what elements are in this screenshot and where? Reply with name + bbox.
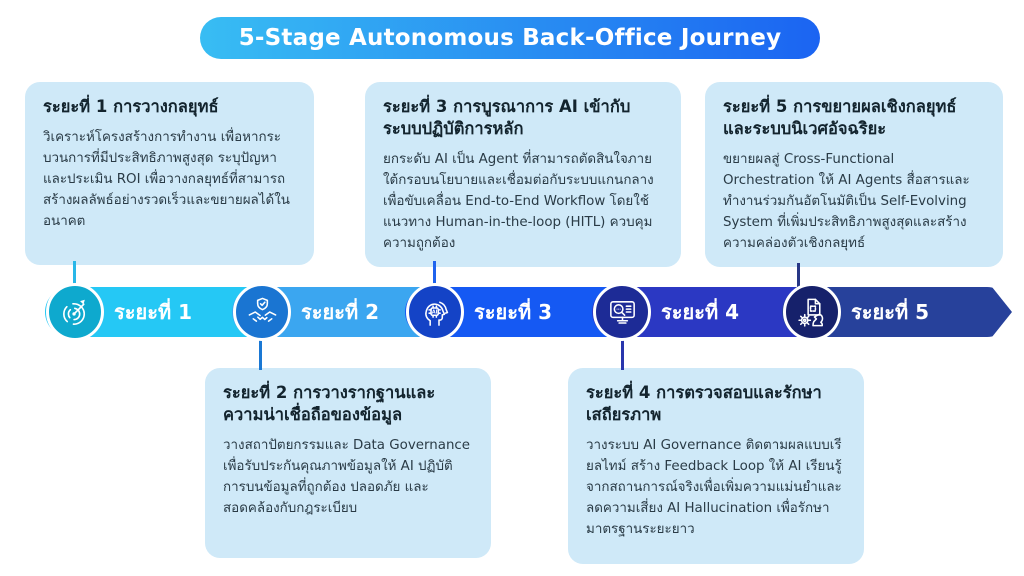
connector-stage-3 bbox=[433, 261, 436, 293]
card-stage-5: ระยะที่ 5 การขยายผลเชิงกลยุทธ์และระบบนิเ… bbox=[705, 82, 1003, 267]
ai-head-icon: AI bbox=[424, 301, 448, 326]
card-stage-3: ระยะที่ 3 การบูรณาการ AI เข้ากับระบบปฏิบ… bbox=[365, 82, 681, 267]
card-stage-3-body: ยกระดับ AI เป็น Agent ที่สามารถตัดสินใจภ… bbox=[383, 151, 654, 252]
shield-handshake-icon bbox=[248, 297, 276, 322]
stage-1-circle bbox=[46, 283, 104, 341]
connector-stage-4 bbox=[621, 336, 624, 370]
target-dart-icon bbox=[62, 299, 85, 325]
connector-stage-5 bbox=[797, 263, 800, 293]
timeline-label-stage-3: ระยะที่ 3 bbox=[474, 300, 553, 324]
card-stage-1-title: ระยะที่ 1 การวางกลยุทธ์ bbox=[43, 97, 219, 116]
strategy-gear-knight-icon bbox=[797, 298, 823, 327]
card-stage-5-body: ขยายผลสู่ Cross-Functional Orchestration… bbox=[723, 151, 970, 252]
stage-4-circle bbox=[593, 283, 651, 341]
monitor-audit-icon bbox=[609, 300, 635, 324]
timeline-label-stage-2: ระยะที่ 2 bbox=[301, 300, 380, 324]
stage-3-circle: AI bbox=[406, 283, 464, 341]
connector-stage-1 bbox=[73, 261, 76, 293]
card-stage-2-body: วางสถาปัตยกรรมและ Data Governance เพื่อร… bbox=[223, 437, 471, 517]
title-pill: 5-Stage Autonomous Back-Office Journey bbox=[200, 17, 820, 59]
stage-2-circle bbox=[233, 283, 291, 341]
card-stage-3-title: ระยะที่ 3 การบูรณาการ AI เข้ากับระบบปฏิบ… bbox=[383, 97, 631, 138]
page-title: 5-Stage Autonomous Back-Office Journey bbox=[238, 25, 782, 51]
timeline-label-stage-4: ระยะที่ 4 bbox=[661, 300, 740, 324]
card-stage-2: ระยะที่ 2 การวางรากฐานและความน่าเชื่อถือ… bbox=[205, 368, 491, 558]
connector-stage-2 bbox=[259, 336, 262, 370]
card-stage-4: ระยะที่ 4 การตรวจสอบและรักษาเสถียรภาพ วา… bbox=[568, 368, 864, 564]
stage-5-circle bbox=[783, 283, 841, 341]
card-stage-1: ระยะที่ 1 การวางกลยุทธ์ วิเคราะห์โครงสร้… bbox=[25, 82, 314, 265]
timeline-label-stage-1: ระยะที่ 1 bbox=[114, 300, 193, 324]
ai-chip-text: AI bbox=[431, 309, 437, 315]
card-stage-1-body: วิเคราะห์โครงสร้างการทำงาน เพื่อหากระบวน… bbox=[43, 129, 290, 230]
timeline-label-stage-5: ระยะที่ 5 bbox=[851, 300, 930, 324]
card-stage-5-title: ระยะที่ 5 การขยายผลเชิงกลยุทธ์และระบบนิเ… bbox=[723, 97, 957, 138]
card-stage-4-body: วางระบบ AI Governance ติดตามผลแบบเรียลไท… bbox=[586, 437, 842, 538]
card-stage-2-title: ระยะที่ 2 การวางรากฐานและความน่าเชื่อถือ… bbox=[223, 383, 436, 424]
card-stage-4-title: ระยะที่ 4 การตรวจสอบและรักษาเสถียรภาพ bbox=[586, 383, 822, 424]
